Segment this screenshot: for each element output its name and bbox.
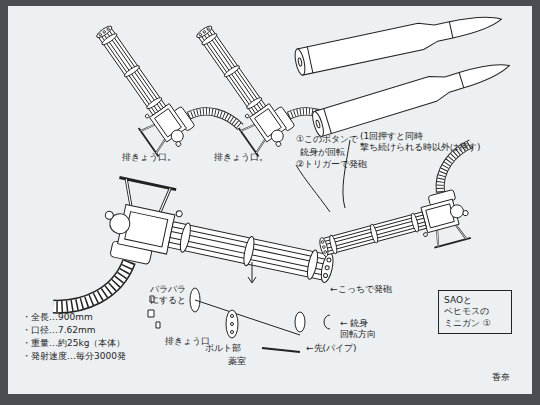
annotation: 銃身が回転 [300, 147, 345, 158]
annotation: バラバラ にすると [150, 284, 198, 306]
annotation: 排きょう口。 [214, 152, 268, 163]
annotation: ←こっちで発砲 [330, 284, 392, 295]
spec-line: ・全長…900mm [22, 312, 93, 323]
annotation: ①このボタンで [296, 134, 358, 145]
spec-line: ・重量…約25kg（本体） [22, 338, 125, 349]
annotation: (1回押すと同時 撃ち続けられる時以外は押す) [360, 131, 460, 153]
annotation: 排きょう口 [165, 336, 210, 347]
annotation: ←先(パイプ) [306, 343, 357, 354]
annotation: ボルト部 [205, 343, 241, 354]
annotation: ← 銃身 回転方向 [340, 318, 388, 340]
annotation: 排きょう口。 [122, 152, 176, 163]
annotation: ②トリガーで発砲 [296, 159, 367, 170]
box-text: SAOと ベヒモスの ミニガン ① [444, 295, 506, 329]
spec-line: ・発射速度…毎分3000発 [22, 351, 126, 362]
spec-line: ・口径…7.62mm [22, 325, 96, 336]
title-box: SAOと ベヒモスの ミニガン ① [438, 290, 512, 334]
annotation: 薬室 [228, 356, 246, 367]
signature: 香奈 [492, 372, 510, 383]
